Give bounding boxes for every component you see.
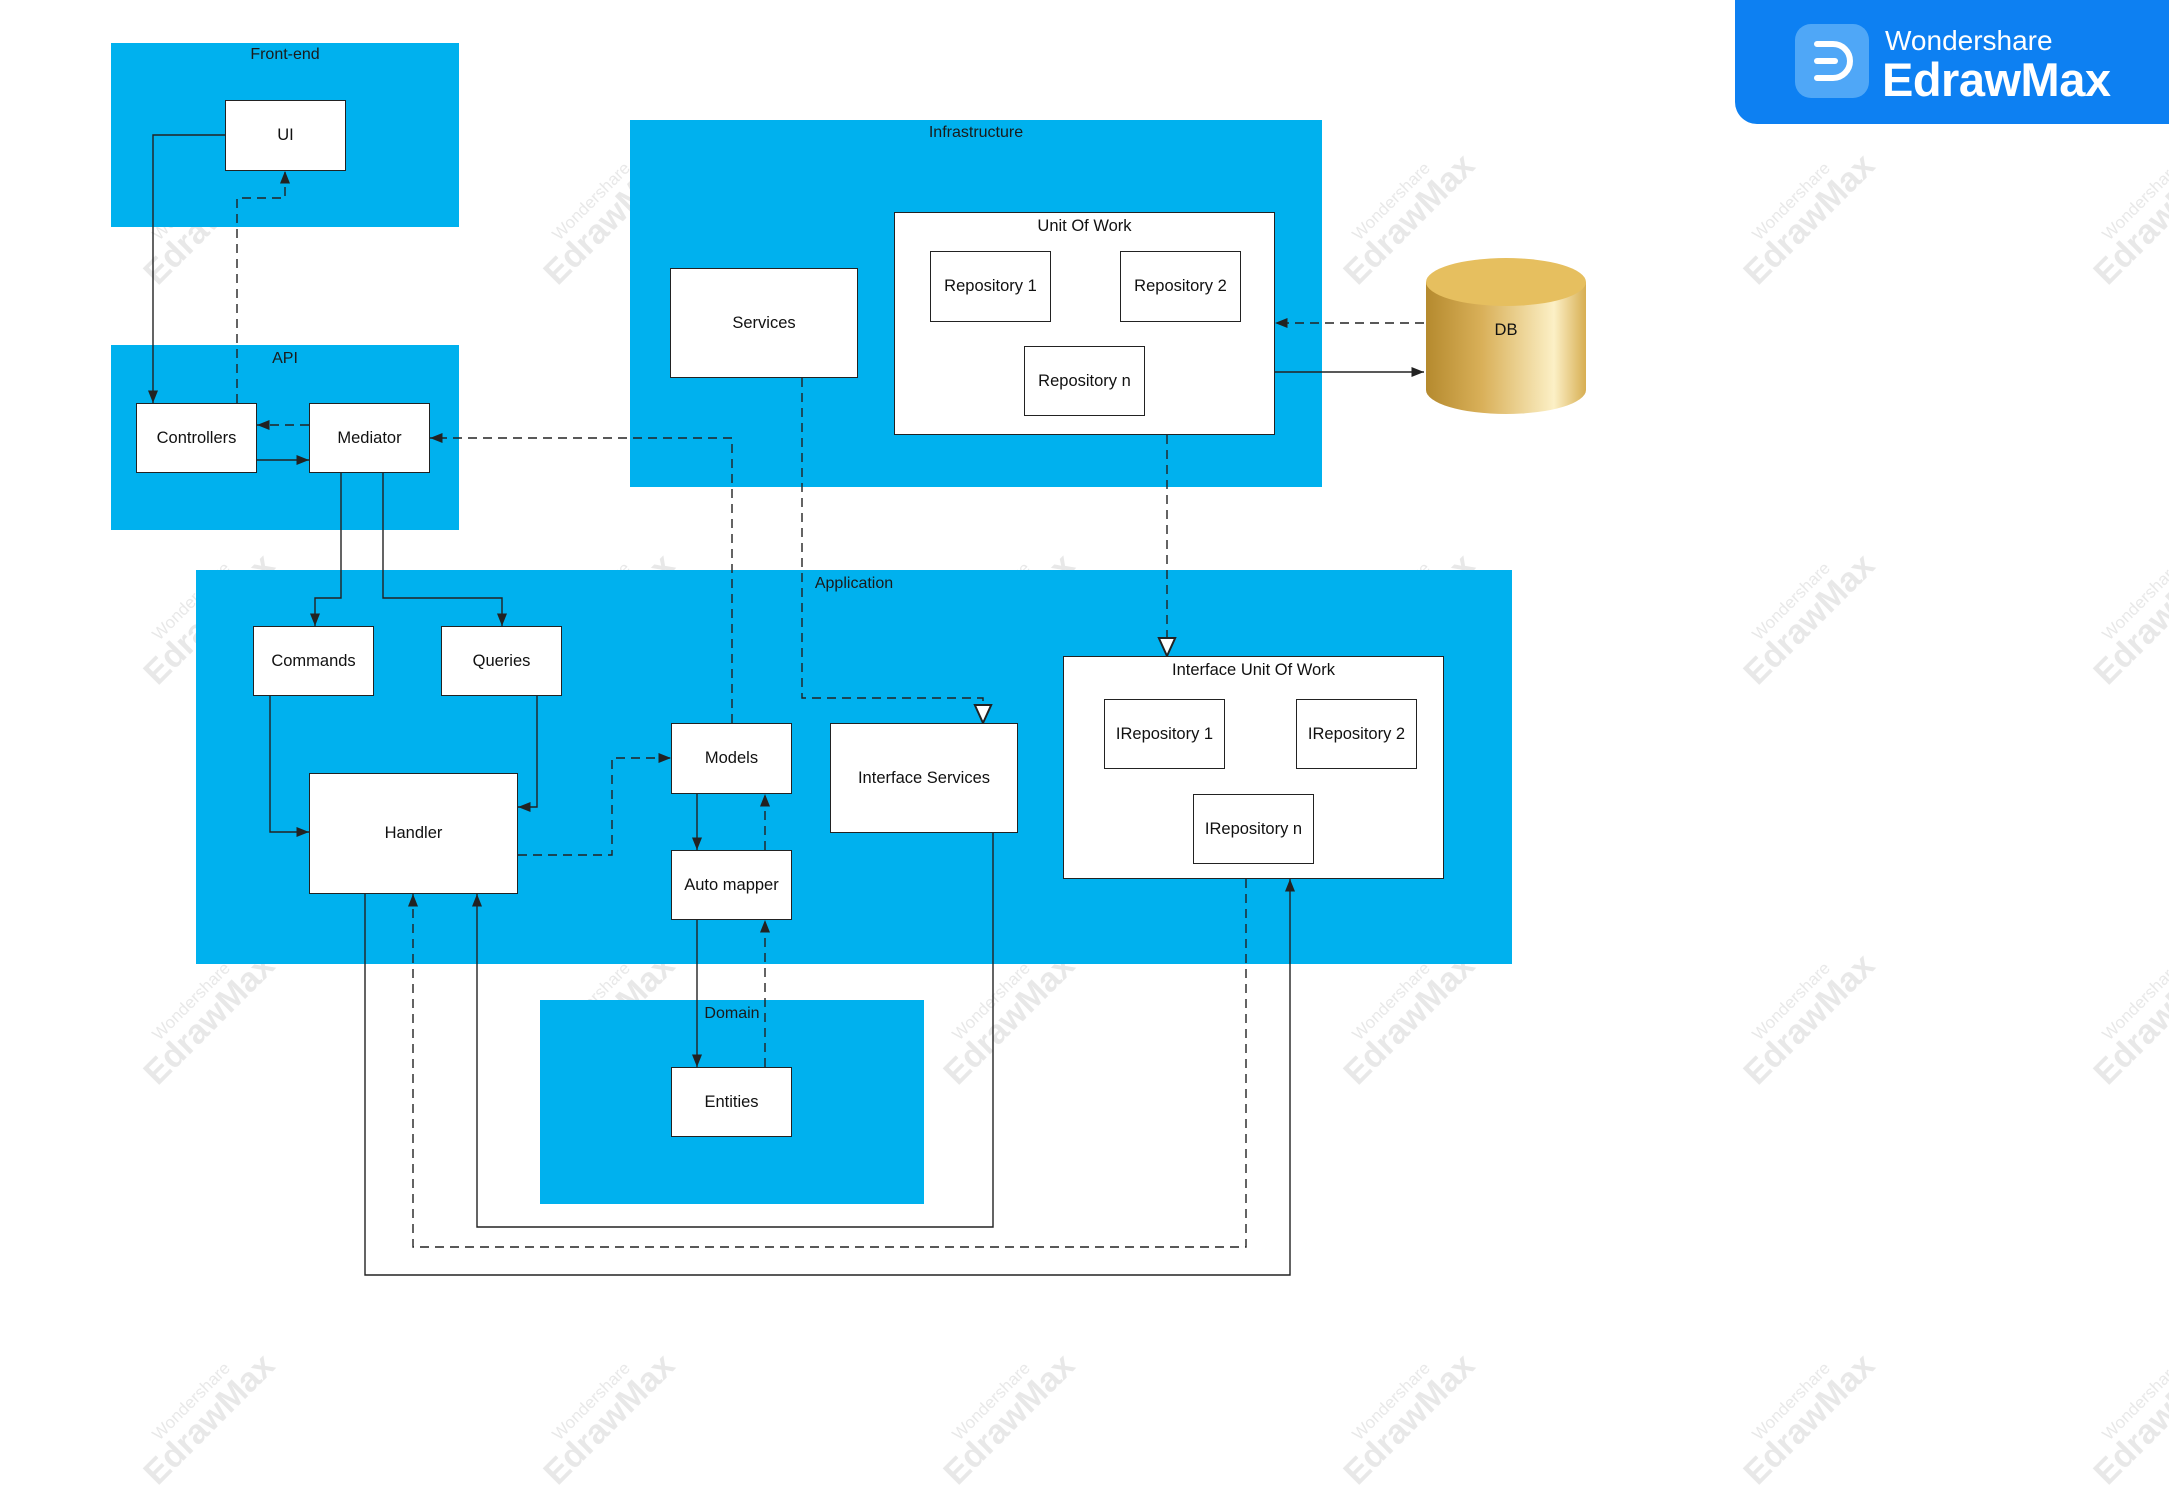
mediator-node[interactable]: Mediator [309, 403, 430, 473]
watermark-line1: Wondershare [2098, 1358, 2169, 1444]
interface-unit-of-work-title: Interface Unit Of Work [1172, 661, 1335, 679]
watermark-line1: Wondershare [548, 1358, 634, 1444]
frontend-title: Front-end [250, 46, 320, 63]
watermark-line2: EdrawMax [1336, 1346, 1483, 1493]
watermark-line2: EdrawMax [1736, 946, 1883, 1093]
controllers-node[interactable]: Controllers [136, 403, 257, 473]
application-title: Application [814, 575, 894, 592]
db-label: DB [1494, 321, 1518, 339]
watermark-line1: Wondershare [1748, 558, 1834, 644]
auto-mapper-node[interactable]: Auto mapper [671, 850, 792, 920]
watermark-line2: EdrawMax [1736, 546, 1883, 693]
watermark-line2: EdrawMax [1736, 1346, 1883, 1493]
infrastructure-title: Infrastructure [928, 124, 1024, 141]
irepository-1-node[interactable]: IRepository 1 [1104, 699, 1225, 769]
handler-node[interactable]: Handler [309, 773, 518, 894]
watermark-line2: EdrawMax [2086, 946, 2169, 1093]
irepository-2-node[interactable]: IRepository 2 [1296, 699, 1417, 769]
edrawmax-brand-badge: Wondershare EdrawMax [1735, 0, 2169, 124]
watermark-line1: Wondershare [1348, 158, 1434, 244]
services-node[interactable]: Services [670, 268, 858, 378]
watermark-line1: Wondershare [148, 1358, 234, 1444]
commands-node[interactable]: Commands [253, 626, 374, 696]
watermark-line2: EdrawMax [1736, 146, 1883, 293]
watermark-line2: EdrawMax [536, 1346, 683, 1493]
ui-node[interactable]: UI [225, 100, 346, 171]
repository-1-node[interactable]: Repository 1 [930, 251, 1051, 322]
entities-node[interactable]: Entities [671, 1067, 792, 1137]
watermark-line1: Wondershare [1348, 1358, 1434, 1444]
edrawmax-logo-icon [1795, 24, 1869, 98]
brand-company: Wondershare [1885, 25, 2053, 56]
domain-title: Domain [704, 1005, 760, 1022]
repository-2-node[interactable]: Repository 2 [1120, 251, 1241, 322]
watermark-line1: Wondershare [1748, 1358, 1834, 1444]
watermark-line2: EdrawMax [2086, 1346, 2169, 1493]
brand-product: EdrawMax [1882, 53, 2111, 106]
watermark-line1: Wondershare [1748, 958, 1834, 1044]
watermark-line1: Wondershare [2098, 558, 2169, 644]
unit-of-work-title: Unit Of Work [1037, 217, 1132, 235]
watermark-line2: EdrawMax [136, 1346, 283, 1493]
watermark-line1: Wondershare [948, 1358, 1034, 1444]
interface-services-node[interactable]: Interface Services [830, 723, 1018, 833]
watermark-line1: Wondershare [1748, 158, 1834, 244]
watermark-line2: EdrawMax [936, 1346, 1083, 1493]
database-icon [1426, 258, 1586, 414]
watermark-line1: Wondershare [2098, 958, 2169, 1044]
watermark-line2: EdrawMax [2086, 146, 2169, 293]
repository-n-node[interactable]: Repository n [1024, 346, 1145, 416]
irepository-n-node[interactable]: IRepository n [1193, 794, 1314, 864]
models-node[interactable]: Models [671, 723, 792, 794]
db-node[interactable]: DB [1424, 255, 1588, 417]
watermark-line1: Wondershare [2098, 158, 2169, 244]
api-title: API [272, 350, 298, 367]
watermark-line2: EdrawMax [2086, 546, 2169, 693]
queries-node[interactable]: Queries [441, 626, 562, 696]
